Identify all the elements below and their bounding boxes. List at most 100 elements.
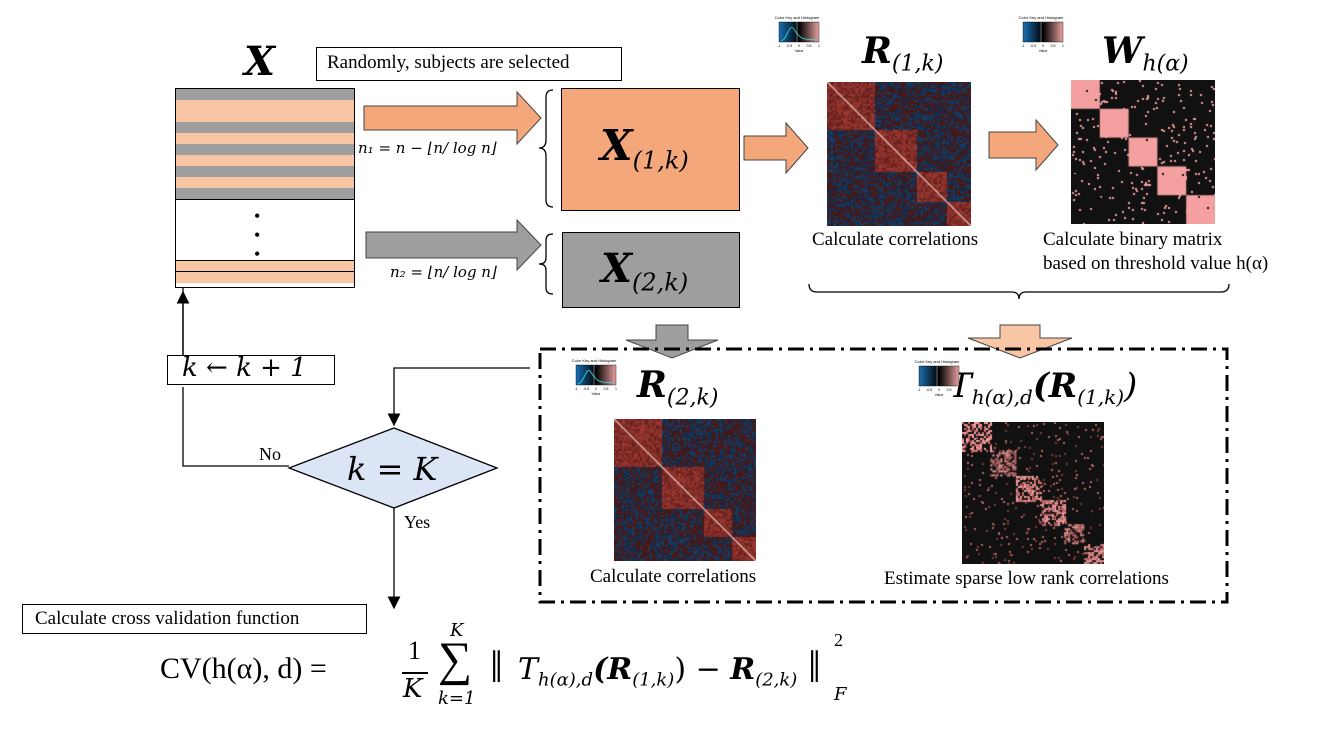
cv-sum-top: K: [450, 620, 464, 641]
sparse-lowrank-heatmap: [962, 422, 1104, 564]
cv-norm-open: ‖: [490, 641, 503, 692]
t-arg: (R: [1032, 366, 1078, 406]
test-size-label: n₂ = ⌊n/ log n⌋: [390, 263, 497, 281]
cv-inner-sub: (1,k): [632, 669, 675, 691]
color-key-title: Color Key and Histogram: [915, 359, 960, 364]
cv-minus: ) −: [674, 652, 731, 687]
test-block-label: X: [601, 245, 633, 292]
train-block: X(1,k): [561, 88, 740, 211]
random-selection-note: Randomly, subjects are selected: [316, 47, 622, 81]
cv-r-term: R: [730, 652, 756, 687]
decision-diamond: [287, 427, 499, 509]
color-key-axis: Value: [592, 392, 601, 396]
r2-sub: (2,k): [666, 385, 719, 411]
color-key-tick: 0.5: [807, 44, 812, 48]
t-caption: Estimate sparse low rank correlations: [884, 568, 1169, 589]
cv-t-sub: h(α),d: [538, 669, 594, 691]
arrow-to-train: [363, 90, 542, 146]
r1-caption: Calculate correlations: [812, 229, 979, 250]
color-key-tick: 1: [818, 44, 820, 48]
arrow-to-r1: [743, 121, 809, 175]
cv-frac-num: 1: [408, 636, 421, 665]
decision-label: k = K: [347, 450, 438, 488]
r2-label: R: [637, 364, 667, 406]
matrix-x-row: [176, 271, 354, 283]
color-key-tick: 1: [615, 387, 617, 391]
w-label: W: [1102, 30, 1143, 72]
cv-frac-den: K: [403, 674, 423, 704]
color-key-tick: 0: [1042, 44, 1044, 48]
color-key-axis: Value: [935, 393, 944, 397]
cv-sum-sign: ∑: [438, 633, 473, 686]
arrow-to-w: [988, 118, 1059, 172]
cv-frobenius: F: [834, 684, 847, 705]
yes-label: Yes: [404, 512, 431, 532]
test-block-sub: (2,k): [632, 268, 689, 297]
increment-box: k ← k + 1: [167, 353, 335, 385]
train-size-label: n₁ = n − ⌊n/ log n⌋: [358, 139, 497, 157]
ellipsis-dots: •••: [254, 206, 261, 264]
cv-norm-close: ‖: [808, 641, 821, 692]
r2-caption: Calculate correlations: [590, 566, 757, 587]
color-key-tick: 0.5: [1051, 44, 1056, 48]
train-block-label: X: [600, 121, 633, 170]
color-key-title: Color Key and Histogram: [775, 15, 820, 20]
cv-lhs: CV(h(α), d) =: [160, 652, 327, 685]
brace-test: [538, 233, 554, 295]
train-block-sub: (1,k): [632, 146, 689, 175]
r1-sub: (1,k): [891, 51, 944, 77]
test-block: X(2,k): [562, 232, 740, 308]
color-key-tick: -1: [917, 388, 920, 392]
dashed-box: [538, 347, 1229, 604]
color-key-tick: -0.5: [583, 387, 589, 391]
t-sub: h(α),d: [971, 385, 1033, 409]
color-key-tick: 0: [938, 388, 940, 392]
color-key-tick: 0.5: [947, 388, 952, 392]
matrix-x-row: [176, 260, 354, 272]
arrow-down-grey: [625, 324, 719, 359]
cv-title-box: Calculate cross validation function: [22, 604, 367, 634]
color-key-tick: 1: [1062, 44, 1064, 48]
cv-sum-bottom: k=1: [438, 688, 476, 709]
color-key-tick: -0.5: [1030, 44, 1036, 48]
arrow-down-orange: [967, 324, 1073, 359]
cv-r-sub: (2,k): [755, 669, 798, 691]
w-caption-line2: based on threshold value h(α): [1043, 253, 1269, 274]
t-arg-sub: (1,k): [1077, 385, 1124, 409]
color-key-tick: 0: [798, 44, 800, 48]
matrix-x-label: X: [244, 38, 276, 85]
color-key-tick: -1: [777, 44, 780, 48]
matrix-x-row: [176, 188, 354, 200]
color-key-title: Color Key and Histogram: [572, 358, 617, 363]
r1-label: R: [862, 30, 892, 72]
correlation-heatmap-r2: [614, 419, 756, 561]
color-key-axis: Value: [795, 49, 804, 53]
w-sub: h(α): [1142, 51, 1189, 77]
t-close: ): [1124, 366, 1138, 406]
cv-inner: (R: [593, 652, 633, 687]
cv-square: 2: [834, 630, 843, 650]
w-caption-line1: Calculate binary matrix: [1043, 229, 1223, 250]
brace-train: [538, 89, 554, 208]
color-key-tick: -1: [1021, 44, 1024, 48]
brace-horizontal: [808, 283, 1230, 300]
matrix-x: •••: [175, 88, 355, 288]
arrow-to-test: [365, 218, 542, 272]
color-key-tick: -1: [574, 387, 577, 391]
cv-t-term: T: [518, 652, 539, 687]
increment-label: k ← k + 1: [182, 353, 307, 383]
correlation-heatmap-r1: [827, 82, 971, 226]
binary-matrix-w: [1071, 80, 1215, 224]
color-key-axis: Value: [1039, 49, 1048, 53]
cv-title: Calculate cross validation function: [35, 608, 300, 629]
random-selection-text: Randomly, subjects are selected: [327, 52, 570, 73]
color-key-title: Color Key and Histogram: [1019, 15, 1064, 20]
color-key-tick: -0.5: [786, 44, 792, 48]
color-key-tick: 1: [958, 388, 960, 392]
no-label: No: [259, 444, 281, 464]
